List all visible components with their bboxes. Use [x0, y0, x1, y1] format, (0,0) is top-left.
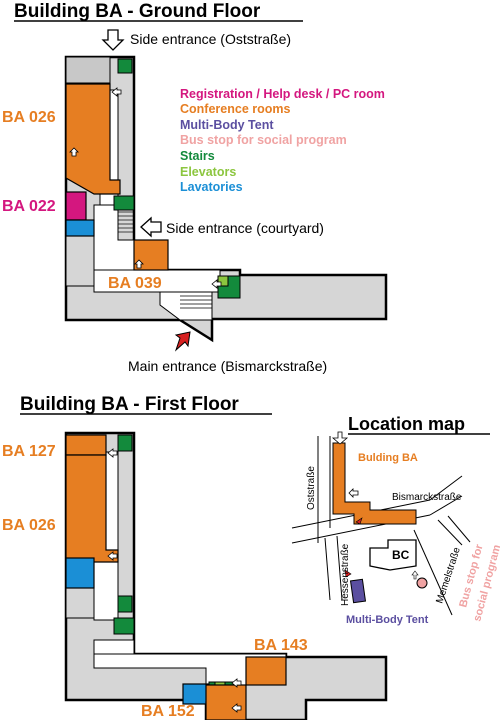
ba143-label: BA 143	[254, 637, 308, 654]
ground-floor-heading: Building BA - Ground Floor	[14, 1, 261, 22]
ground-room-north	[65, 56, 111, 84]
location-building-ba-label: Bulding BA	[358, 452, 418, 464]
location-bus-stop-marker	[416, 577, 428, 589]
ground-elevator	[217, 275, 229, 287]
location-bismarckstrasse-label: Bismarckstraße	[392, 492, 462, 503]
hessenstrasse-road-west	[324, 537, 331, 601]
bismarckstrasse-road-ext-s	[429, 495, 463, 516]
ground-courtyard-steps	[118, 211, 134, 233]
location-map-heading: Location map	[348, 414, 465, 434]
first-corridor-vertical	[105, 451, 119, 563]
first-corridor-lobby	[93, 561, 119, 621]
side-entrance-courtyard-label: Side entrance (courtyard)	[166, 220, 324, 236]
legend-stairs: Stairs	[180, 149, 215, 163]
ba026-ground-label: BA 026	[2, 109, 56, 126]
main-entrance-arrow-icon	[174, 331, 191, 352]
ground-lavatory	[65, 219, 95, 237]
first-door-arrows	[107, 448, 242, 713]
door-arrow-icon	[111, 87, 122, 97]
ba152-room	[205, 684, 247, 720]
first-stairs-lower	[113, 617, 135, 635]
ba039-label: BA 039	[108, 275, 162, 292]
side-entrance-oststrasse-label: Side entrance (Oststraße)	[130, 31, 291, 47]
bismarckstrasse-road-ext-n	[429, 475, 463, 501]
first-stairs-north	[117, 434, 133, 452]
side-entrance-arrow-icon	[101, 29, 125, 51]
ground-stairs-north	[117, 58, 133, 74]
legend-lavatories: Lavatories	[180, 180, 243, 194]
ground-stairs-middle	[113, 195, 135, 211]
ba152-label: BA 152	[141, 703, 195, 720]
door-arrow-icon	[69, 147, 79, 157]
legend-conference-rooms: Conference rooms	[180, 102, 290, 116]
location-multi-body-tent	[349, 578, 367, 604]
location-bc-label: BC	[392, 548, 410, 562]
first-corridor-link	[93, 639, 135, 655]
location-hessenstrasse-label: Hessenstraße	[340, 543, 351, 606]
memelstrasse-road-east	[447, 515, 471, 543]
location-tent-label: Multi-Body Tent	[346, 614, 429, 626]
location-side-entrance-icon	[331, 431, 349, 445]
door-arrow-icon	[107, 551, 118, 561]
location-building-bc	[369, 539, 417, 571]
memelstrasse-road-south	[413, 529, 453, 616]
hessenstrasse-road-east	[336, 535, 343, 601]
legend-bus-stop: Bus stop for social program	[180, 133, 347, 147]
location-building-ba	[332, 442, 417, 525]
legend-elevators: Elevators	[180, 165, 236, 179]
door-arrow-icon	[134, 259, 144, 269]
first-floor-heading: Building BA - First Floor	[20, 394, 239, 415]
location-bus-stop-entrance-icon	[411, 570, 419, 580]
ba026-first-label: BA 026	[2, 517, 56, 534]
first-lavatory-east	[182, 683, 210, 705]
main-steps	[180, 291, 212, 309]
main-entrance-label: Main entrance (Bismarckstraße)	[128, 358, 327, 374]
first-stairs-middle	[117, 595, 133, 613]
door-arrow-icon	[107, 448, 118, 458]
legend-multi-body-tent: Multi-Body Tent	[180, 118, 274, 132]
location-tent-arrow-icon	[344, 569, 352, 578]
memelstrasse-road-west	[437, 519, 463, 546]
ba127-label: BA 127	[2, 443, 56, 460]
location-courtyard-entrance-icon	[348, 488, 359, 498]
ba022-room	[65, 191, 87, 221]
ground-door-arrows	[69, 87, 222, 289]
ba026-ground-room	[65, 83, 121, 195]
door-arrow-icon	[211, 279, 222, 289]
location-main-entrance-icon	[355, 517, 363, 525]
door-arrow-icon	[231, 678, 242, 688]
location-memelstrasse-label: Memelstraße	[434, 546, 463, 605]
side-entrance-courtyard-arrow-icon	[140, 216, 162, 238]
ba022-label: BA 022	[2, 198, 56, 215]
legend-registration: Registration / Help desk / PC room	[180, 87, 385, 101]
ba143-room	[245, 656, 287, 686]
first-room-west	[65, 587, 95, 619]
location-oststrasse-label: Oststraße	[306, 466, 317, 510]
door-arrow-icon	[231, 703, 242, 713]
first-lavatory-west	[65, 557, 95, 589]
ba127-room	[65, 434, 107, 456]
location-bus-stop-label: Bus stop for social program	[457, 542, 500, 622]
legend: Registration / Help desk / PC room Confe…	[180, 87, 385, 194]
ground-room-west	[65, 235, 95, 287]
